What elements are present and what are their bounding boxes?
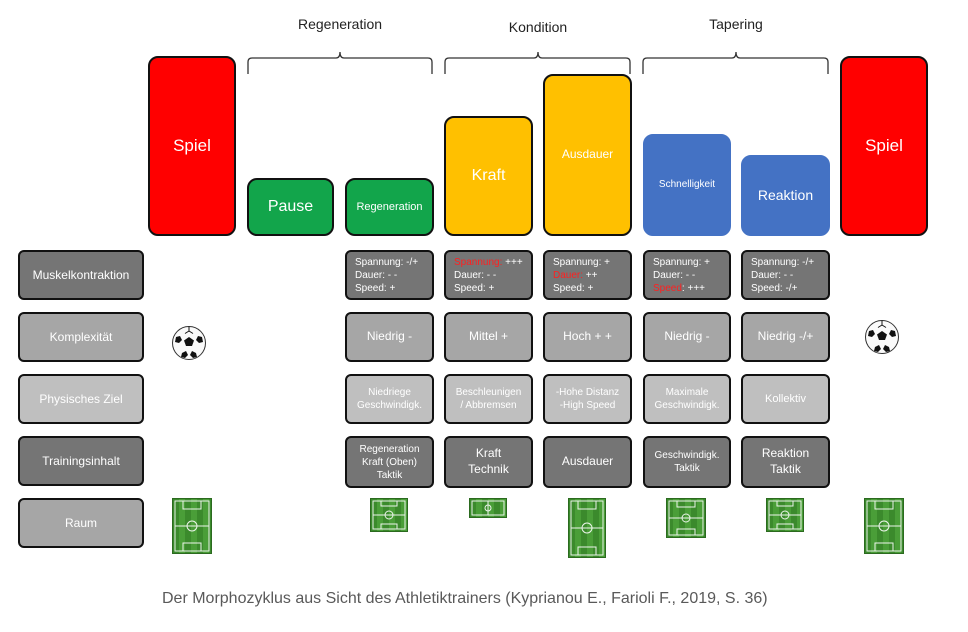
block-ausdauer-label: Ausdauer — [561, 147, 614, 162]
inhalt-kraft-line-1: Kraft — [475, 446, 502, 461]
inhalt-kraft-line-2: Technik — [468, 462, 509, 476]
block-spiel-left: Spiel — [148, 56, 236, 236]
block-spiel-right: Spiel — [840, 56, 928, 236]
figure-caption: Der Morphozyklus aus Sicht des Athletikt… — [162, 590, 768, 607]
muskel-ausdauer-dauer-label: Dauer: — [553, 269, 584, 281]
soccer-ball-icon — [865, 320, 899, 354]
muskel-ausdauer-dauer-value: ++ — [583, 269, 598, 281]
muskel-kraft-dauer: Dauer: - - — [454, 269, 497, 281]
block-spiel-right-label: Spiel — [865, 136, 903, 156]
inhalt-ausdauer-line-1: Ausdauer — [561, 454, 614, 469]
ziel-regeneration-line-1: Niedriege — [368, 387, 411, 398]
muskel-ausdauer-dauer: Dauer: ++ — [553, 269, 610, 282]
block-reaktion: Reaktion — [741, 155, 830, 236]
inhalt-schnelligkeit-line-2: Taktik — [674, 463, 700, 474]
muskel-cell-regeneration: Spannung: -/+ Dauer: - - Speed: + — [345, 250, 434, 300]
phase-braces — [247, 51, 829, 74]
muskel-reaktion-dauer: Dauer: - - — [751, 269, 794, 281]
soccer-ball-icon — [172, 326, 206, 360]
komplexitaet-cell-kraft: Mittel + — [444, 312, 533, 362]
muskel-schnelligkeit-spannung: Spannung: + — [653, 256, 710, 268]
ziel-kraft-line-2: / Abbremsen — [460, 400, 517, 411]
muskel-regeneration-speed: Speed: + — [355, 282, 396, 294]
football-pitch-icon — [469, 498, 507, 518]
muskel-regeneration-dauer: Dauer: - - — [355, 269, 398, 281]
football-pitch-icon — [568, 498, 606, 558]
football-pitch-icon — [766, 498, 804, 532]
ziel-reaktion-line-1: Kollektiv — [765, 392, 806, 405]
muskel-cell-reaktion: Spannung: -/+ Dauer: - - Speed: -/+ — [741, 250, 830, 300]
ziel-cell-ausdauer: -Hohe Distanz -High Speed — [543, 374, 632, 424]
block-schnelligkeit: Schnelligkeit — [643, 134, 731, 236]
muskel-schnelligkeit-speed-value: : +++ — [681, 282, 705, 294]
muskel-reaktion-spannung: Spannung: -/+ — [751, 256, 815, 268]
phase-label-regeneration: Regeneration — [297, 16, 383, 32]
row-label-raum: Raum — [18, 498, 144, 548]
komplexitaet-cell-regeneration: Niedrig - — [345, 312, 434, 362]
komplexitaet-cell-reaktion: Niedrig -/+ — [741, 312, 830, 362]
muskel-ausdauer-spannung: Spannung: + — [553, 256, 610, 268]
muskel-reaktion-speed: Speed: -/+ — [751, 282, 798, 294]
row-label-physisches-ziel: Physisches Ziel — [18, 374, 144, 424]
muskel-schnelligkeit-speed-label: Speed — [653, 282, 682, 294]
inhalt-regeneration-line-2: Kraft (Oben) — [361, 456, 417, 468]
muskel-kraft-speed: Speed: + — [454, 282, 495, 294]
football-pitch-icon — [666, 498, 706, 538]
brace-regeneration — [247, 51, 433, 74]
block-kraft-label: Kraft — [471, 166, 506, 184]
muskel-regeneration-spannung: Spannung: -/+ — [355, 256, 419, 268]
block-schnelligkeit-label: Schnelligkeit — [658, 179, 716, 191]
inhalt-reaktion-line-1: Reaktion — [761, 446, 810, 461]
ziel-schnelligkeit-line-1: Maximale — [665, 387, 709, 398]
muskel-kraft-spannung: Spannung: +++ — [454, 256, 523, 269]
football-pitch-icon — [172, 498, 212, 554]
muskel-schnelligkeit-dauer: Dauer: - - — [653, 269, 696, 281]
block-ausdauer: Ausdauer — [543, 74, 632, 236]
muskel-cell-ausdauer: Spannung: + Dauer: ++ Speed: + — [543, 250, 632, 300]
row-label-komplexitaet: Komplexität — [18, 312, 144, 362]
muskel-kraft-spannung-value: +++ — [502, 256, 523, 268]
block-regeneration: Regeneration — [345, 178, 434, 236]
muskel-ausdauer-speed: Speed: + — [553, 282, 594, 294]
ziel-kraft-line-1: Beschleunigen — [455, 387, 522, 398]
brace-kondition — [444, 51, 631, 74]
row-label-muskelkontraktion: Muskelkontraktion — [18, 250, 144, 300]
komplexitaet-cell-ausdauer: Hoch + + — [543, 312, 632, 362]
inhalt-regeneration-line-3: Taktik — [376, 469, 403, 481]
komplexitaet-cell-schnelligkeit: Niedrig - — [643, 312, 731, 362]
muskel-cell-schnelligkeit: Spannung: + Dauer: - - Speed: +++ — [643, 250, 731, 300]
inhalt-cell-ausdauer: Ausdauer — [543, 436, 632, 488]
inhalt-reaktion-line-2: Taktik — [770, 462, 801, 476]
block-pause: Pause — [247, 178, 334, 236]
brace-tapering — [642, 51, 829, 74]
muskel-schnelligkeit-speed: Speed: +++ — [653, 282, 710, 295]
ziel-regeneration-line-2: Geschwindigk. — [356, 400, 423, 411]
phase-label-kondition: Kondition — [508, 19, 568, 35]
row-label-trainingsinhalt: Trainingsinhalt — [18, 436, 144, 486]
ziel-cell-kraft: Beschleunigen / Abbremsen — [444, 374, 533, 424]
block-pause-label: Pause — [267, 197, 314, 215]
ziel-ausdauer-line-2: -High Speed — [559, 400, 616, 411]
block-regeneration-label: Regeneration — [356, 200, 423, 213]
inhalt-regeneration-line-1: Regeneration — [359, 443, 420, 455]
block-reaktion-label: Reaktion — [757, 187, 814, 204]
inhalt-cell-schnelligkeit: Geschwindigk. Taktik — [643, 436, 731, 488]
ziel-cell-reaktion: Kollektiv — [741, 374, 830, 424]
inhalt-schnelligkeit-line-1: Geschwindigk. — [654, 450, 720, 461]
football-pitch-icon — [370, 498, 408, 532]
ziel-ausdauer-line-1: -Hohe Distanz — [555, 387, 620, 398]
block-kraft: Kraft — [444, 116, 533, 236]
muskel-cell-kraft: Spannung: +++ Dauer: - - Speed: + — [444, 250, 533, 300]
ziel-schnelligkeit-line-2: Geschwindigk. — [654, 400, 720, 411]
phase-label-tapering: Tapering — [709, 16, 763, 32]
muskel-kraft-spannung-label: Spannung: — [454, 256, 503, 268]
block-spiel-left-label: Spiel — [173, 136, 211, 156]
football-pitch-icon — [864, 498, 904, 554]
